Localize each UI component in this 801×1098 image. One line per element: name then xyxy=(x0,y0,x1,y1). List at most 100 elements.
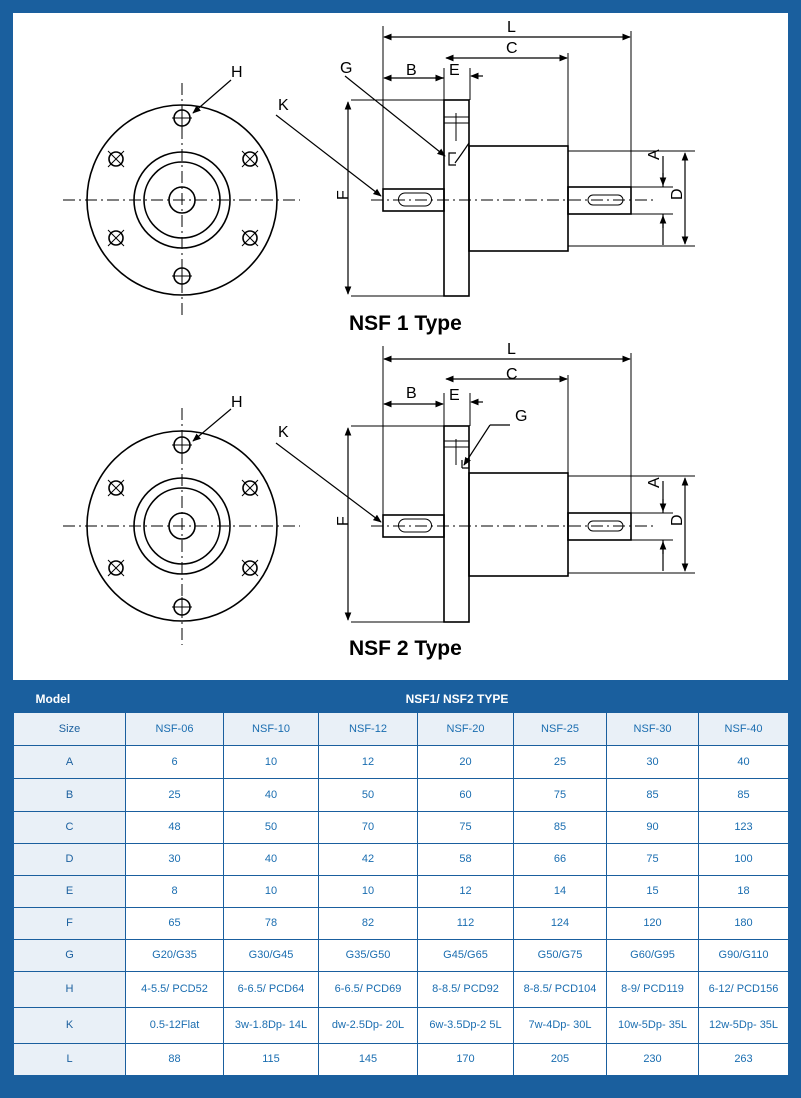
size-cell: NSF-10 xyxy=(223,712,319,746)
table-cell: G30/G45 xyxy=(223,939,319,972)
table-cell: 48 xyxy=(125,811,224,844)
table-cell: 6-6.5/ PCD64 xyxy=(223,971,319,1008)
label-l: L xyxy=(507,341,516,358)
bolt-hole xyxy=(241,479,259,497)
row-label: Size xyxy=(13,712,126,746)
nsf2-side-view xyxy=(275,346,695,623)
nsf1-type-title: NSF 1 Type xyxy=(349,312,462,335)
table-cell: 75 xyxy=(513,778,607,812)
table-body: Size NSF-06 NSF-10 NSF-12 NSF-20 NSF-25 … xyxy=(13,712,789,1076)
table-cell: 12w-5Dp- 35L xyxy=(698,1007,789,1044)
table-row-size: Size NSF-06 NSF-10 NSF-12 NSF-20 NSF-25 … xyxy=(13,712,789,746)
model-header: Model xyxy=(13,686,126,713)
row-label: C xyxy=(13,811,126,844)
table-cell: 10 xyxy=(223,745,319,779)
row-label: E xyxy=(13,875,126,908)
table-cell: 25 xyxy=(513,745,607,779)
table-cell: 112 xyxy=(417,907,514,940)
row-label: K xyxy=(13,1007,126,1044)
table-cell: 3w-1.8Dp- 14L xyxy=(223,1007,319,1044)
table-cell: 18 xyxy=(698,875,789,908)
table-cell: 66 xyxy=(513,843,607,876)
label-h: H xyxy=(231,64,243,81)
table-cell: 124 xyxy=(513,907,607,940)
table-cell: 6 xyxy=(125,745,224,779)
table-cell: 60 xyxy=(417,778,514,812)
table-cell: 65 xyxy=(125,907,224,940)
table-cell: 8-8.5/ PCD92 xyxy=(417,971,514,1008)
table-cell: 10 xyxy=(318,875,418,908)
table-cell: 180 xyxy=(698,907,789,940)
bolt-hole xyxy=(241,150,259,168)
bolt-hole xyxy=(172,435,192,455)
bolt-hole xyxy=(172,266,192,286)
table-cell: 12 xyxy=(318,745,418,779)
table-cell: 8 xyxy=(125,875,224,908)
table-cell: 75 xyxy=(417,811,514,844)
size-cell: NSF-20 xyxy=(417,712,514,746)
table-cell: 30 xyxy=(125,843,224,876)
nsf1-front-view xyxy=(63,79,300,318)
label-e: E xyxy=(449,387,460,404)
table-cell: 145 xyxy=(318,1043,418,1076)
table-cell: 88 xyxy=(125,1043,224,1076)
table-cell: 42 xyxy=(318,843,418,876)
spec-table: Model NSF1/ NSF2 TYPE Size NSF-06 NSF-10… xyxy=(13,686,789,1076)
table-cell: 20 xyxy=(417,745,514,779)
table-cell: dw-2.5Dp- 20L xyxy=(318,1007,418,1044)
table-header-row: Model NSF1/ NSF2 TYPE xyxy=(13,686,789,713)
table-cell: 100 xyxy=(698,843,789,876)
label-f: F xyxy=(335,516,352,526)
table-cell: 10 xyxy=(223,875,319,908)
table-cell: 115 xyxy=(223,1043,319,1076)
table-cell: 70 xyxy=(318,811,418,844)
type-header: NSF1/ NSF2 TYPE xyxy=(125,686,789,713)
label-e: E xyxy=(449,62,460,79)
size-cell: NSF-12 xyxy=(318,712,418,746)
table-cell: 8-8.5/ PCD104 xyxy=(513,971,607,1008)
row-label: D xyxy=(13,843,126,876)
label-l: L xyxy=(507,19,516,36)
table-cell: G60/G95 xyxy=(606,939,699,972)
table-cell: 6w-3.5Dp-2 5L xyxy=(417,1007,514,1044)
table-cell: 25 xyxy=(125,778,224,812)
table-cell: 12 xyxy=(417,875,514,908)
table-cell: 40 xyxy=(223,778,319,812)
table-cell: 50 xyxy=(318,778,418,812)
table-cell: 8-9/ PCD119 xyxy=(606,971,699,1008)
table-cell: 85 xyxy=(606,778,699,812)
label-b: B xyxy=(406,62,417,79)
table-cell: 40 xyxy=(223,843,319,876)
table-cell: G35/G50 xyxy=(318,939,418,972)
table-cell: 230 xyxy=(606,1043,699,1076)
size-cell: NSF-30 xyxy=(606,712,699,746)
nsf1-side-view xyxy=(275,26,695,297)
table-cell: 85 xyxy=(513,811,607,844)
table-cell: 78 xyxy=(223,907,319,940)
table-cell: 14 xyxy=(513,875,607,908)
table-cell: 10w-5Dp- 35L xyxy=(606,1007,699,1044)
size-cell: NSF-40 xyxy=(698,712,789,746)
technical-drawing: H K G B E C L F A D H K G B E C L F A D xyxy=(13,13,788,680)
nsf2-type-title: NSF 2 Type xyxy=(349,637,462,660)
table-cell: 0.5-12Flat xyxy=(125,1007,224,1044)
label-f: F xyxy=(335,190,352,200)
table-cell: 90 xyxy=(606,811,699,844)
label-a: A xyxy=(646,149,663,160)
bolt-hole xyxy=(107,229,125,247)
label-c: C xyxy=(506,366,518,383)
size-cell: NSF-06 xyxy=(125,712,224,746)
size-cell: NSF-25 xyxy=(513,712,607,746)
label-d: D xyxy=(669,188,686,200)
label-d: D xyxy=(669,514,686,526)
table-cell: 30 xyxy=(606,745,699,779)
